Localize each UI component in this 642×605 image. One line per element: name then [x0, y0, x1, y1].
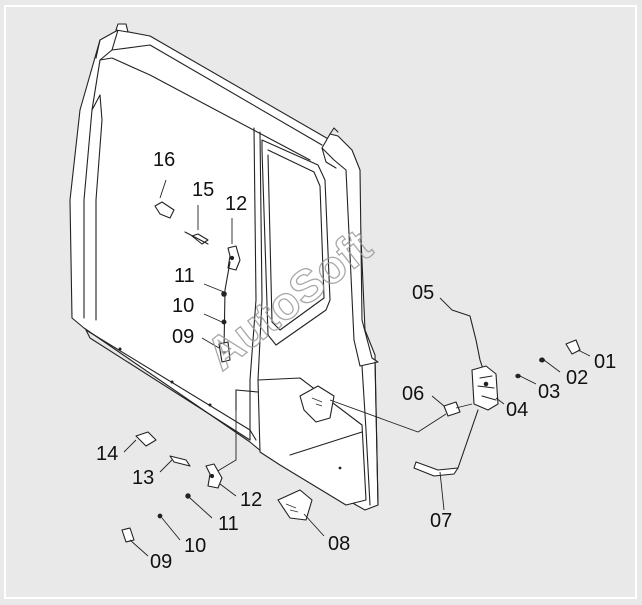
upper-lock-rod-group [154, 201, 241, 473]
lower-lock-rod-group [121, 431, 313, 543]
washer-03 [515, 373, 521, 379]
label-07: 07 [430, 510, 452, 532]
label-09-top: 09 [172, 326, 194, 348]
label-13: 13 [132, 467, 154, 489]
pad-08 [277, 489, 313, 521]
nut-01 [565, 339, 581, 355]
cap-14 [135, 431, 157, 447]
bolt-09-bottom [121, 527, 135, 543]
diagram-border [4, 5, 637, 599]
label-03: 03 [538, 381, 560, 403]
bolt-06 [443, 401, 461, 417]
label-15-top: 15 [192, 179, 214, 201]
washer-02 [539, 357, 545, 363]
cap-16 [154, 201, 175, 219]
label-04: 04 [506, 399, 528, 421]
label-10-bottom: 10 [184, 535, 206, 557]
label-02: 02 [566, 367, 588, 389]
label-09-bottom: 09 [150, 551, 172, 573]
label-12-bottom: 12 [240, 489, 262, 511]
pin-10-bottom [157, 513, 163, 519]
washer-11-top [221, 291, 227, 297]
leader-lines [123, 179, 591, 557]
label-06: 06 [402, 383, 424, 405]
label-01: 01 [594, 351, 616, 373]
inner-handle-pad [299, 385, 335, 423]
label-14: 14 [96, 443, 118, 465]
cable-05 [451, 309, 485, 373]
washer-11-bottom [185, 493, 191, 499]
label-11-top: 11 [174, 265, 195, 287]
callout-labels: 16 15 12 11 10 09 05 06 04 03 02 01 07 1… [96, 149, 616, 573]
latch-assembly [329, 309, 581, 477]
label-16-top: 16 [153, 149, 175, 171]
label-10-top: 10 [172, 295, 194, 317]
rod-07 [413, 461, 459, 477]
label-11-bottom: 11 [218, 513, 239, 535]
door-frame [69, 23, 379, 511]
label-08: 08 [328, 533, 350, 555]
label-05: 05 [412, 282, 434, 304]
label-12-top: 12 [225, 193, 247, 215]
rod-13 [169, 455, 191, 467]
